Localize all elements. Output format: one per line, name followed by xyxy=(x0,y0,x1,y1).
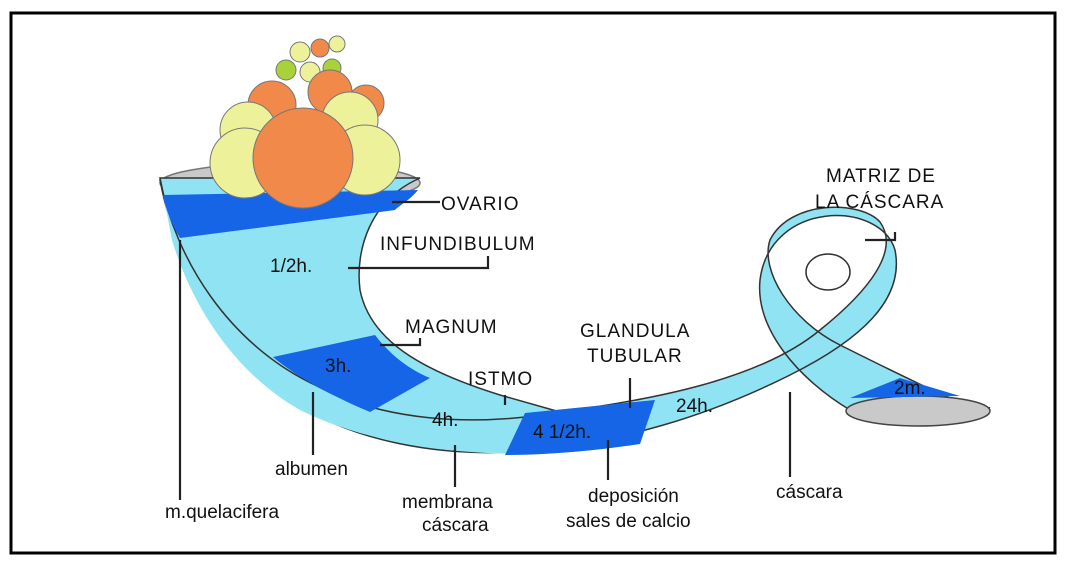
label-albumen: albumen xyxy=(275,459,348,480)
label-matriz-line2: LA CÁSCARA xyxy=(815,192,944,213)
duration-magnum: 3h. xyxy=(325,356,351,377)
loop-hole xyxy=(806,254,850,290)
label-membrana-line1: membrana xyxy=(402,492,493,513)
end-opening xyxy=(846,396,990,426)
diagram-frame xyxy=(11,13,1055,553)
label-glandula-line1: GLANDULA xyxy=(580,321,690,342)
ovary-cluster xyxy=(210,36,400,208)
label-magnum: MAGNUM xyxy=(405,317,498,338)
duration-glandula: 4 1/2h. xyxy=(533,422,591,443)
label-cascara: cáscara xyxy=(776,482,843,503)
leader-infundibulum xyxy=(348,256,488,268)
label-quelacifera: m.quelacifera xyxy=(165,502,279,523)
label-deposicion-line1: deposición xyxy=(588,486,679,507)
duration-cascara: 24h. xyxy=(676,396,713,417)
duration-infundibulum: 1/2h. xyxy=(270,256,312,277)
label-istmo: ISTMO xyxy=(468,369,533,390)
label-matriz-line1: MATRIZ DE xyxy=(826,166,936,187)
label-ovario: OVARIO xyxy=(441,194,520,215)
duration-end: 2m. xyxy=(894,378,926,399)
label-glandula-line2: TUBULAR xyxy=(587,346,683,367)
duration-istmo: 4h. xyxy=(432,410,458,431)
label-infundibulum: INFUNDIBULUM xyxy=(380,234,536,255)
label-deposicion-line2: sales de calcio xyxy=(566,511,691,532)
label-membrana-line2: cáscara xyxy=(422,515,489,536)
